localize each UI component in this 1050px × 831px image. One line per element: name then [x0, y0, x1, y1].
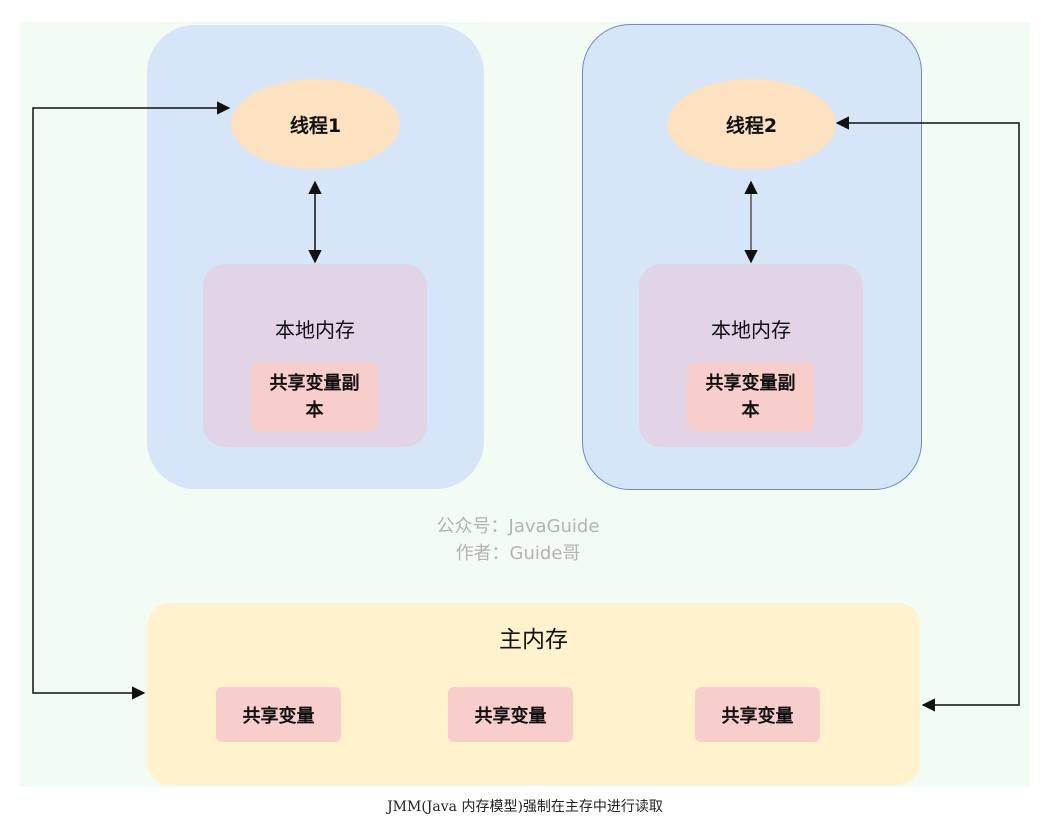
thread-1-main-arrow	[32, 101, 231, 700]
thread-2-label: 线程2	[725, 114, 778, 137]
thread-2-node: 线程2	[667, 79, 836, 169]
thread-2-main-arrow	[835, 116, 1020, 712]
shared-variable-2-label: 共享变量	[474, 705, 547, 727]
shared-variable-1-label: 共享变量	[242, 705, 315, 727]
watermark-line-1: 公众号：JavaGuide	[436, 516, 600, 537]
thread-1-label: 线程1	[289, 114, 342, 137]
watermark-line-2: 作者：Guide哥	[455, 543, 581, 564]
shared-variable-2: 共享变量	[448, 687, 573, 742]
shared-copy-1-label: 共享变量副 本	[269, 373, 360, 421]
thread-1-node: 线程1	[231, 79, 400, 169]
main-memory-title: 主内存	[499, 627, 568, 653]
shared-variable-1: 共享变量	[216, 687, 341, 742]
shared-copy-2-label: 共享变量副 本	[705, 373, 796, 421]
local-memory-2-title: 本地内存	[711, 318, 791, 342]
shared-copy-1: 共享变量副 本	[251, 362, 378, 432]
figure-caption: JMM(Java 内存模型)强制在主存中进行读取	[387, 799, 663, 815]
shared-variable-3-label: 共享变量	[721, 705, 794, 727]
shared-copy-2: 共享变量副 本	[687, 362, 814, 432]
shared-variable-3: 共享变量	[695, 687, 820, 742]
local-memory-1-title: 本地内存	[275, 318, 355, 342]
